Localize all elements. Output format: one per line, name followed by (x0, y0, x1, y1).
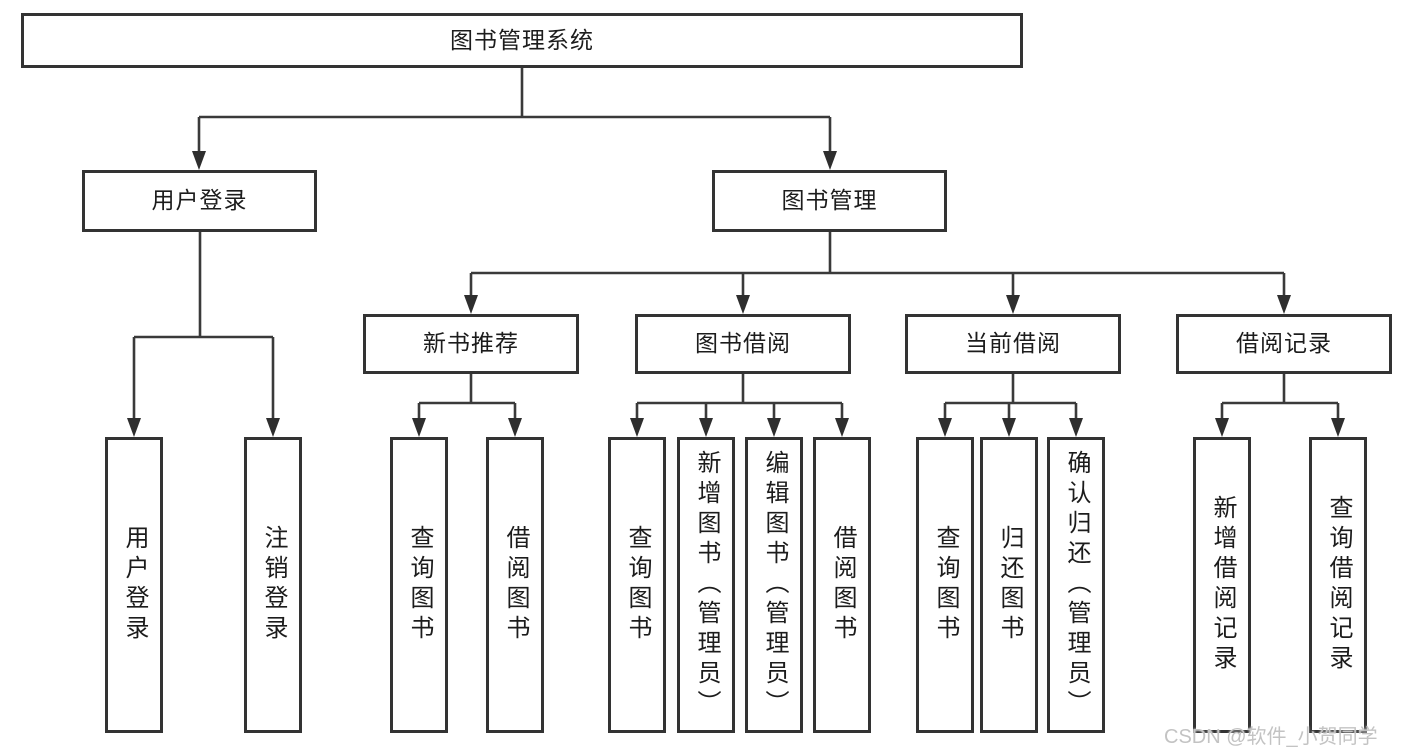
node-book-borrowing: 图书借阅 (635, 314, 851, 374)
node-library-management-system: 图书管理系统 (21, 13, 1023, 68)
leaf-confirm-return-admin: 确认归还（管理员） (1047, 437, 1105, 733)
leaf-return-books: 归还图书 (980, 437, 1038, 733)
leaf-logout: 注销登录 (244, 437, 302, 733)
leaf-borrow-books-recommend: 借阅图书 (486, 437, 544, 733)
node-borrowing-records: 借阅记录 (1176, 314, 1392, 374)
leaf-user-login: 用户登录 (105, 437, 163, 733)
leaf-query-books-borrow: 查询图书 (608, 437, 666, 733)
node-new-book-recommendation: 新书推荐 (363, 314, 579, 374)
node-current-borrowing: 当前借阅 (905, 314, 1121, 374)
leaf-query-books-recommend: 查询图书 (390, 437, 448, 733)
leaf-add-borrow-record: 新增借阅记录 (1193, 437, 1251, 733)
leaf-borrow-books: 借阅图书 (813, 437, 871, 733)
csdn-watermark: CSDN @软件_小贺同学 (1164, 726, 1378, 747)
leaf-edit-books-admin: 编辑图书（管理员） (745, 437, 803, 733)
leaf-query-books-current: 查询图书 (916, 437, 974, 733)
node-user-login: 用户登录 (82, 170, 317, 232)
node-book-management: 图书管理 (712, 170, 947, 232)
leaf-add-books-admin: 新增图书（管理员） (677, 437, 735, 733)
leaf-query-borrow-record: 查询借阅记录 (1309, 437, 1367, 733)
